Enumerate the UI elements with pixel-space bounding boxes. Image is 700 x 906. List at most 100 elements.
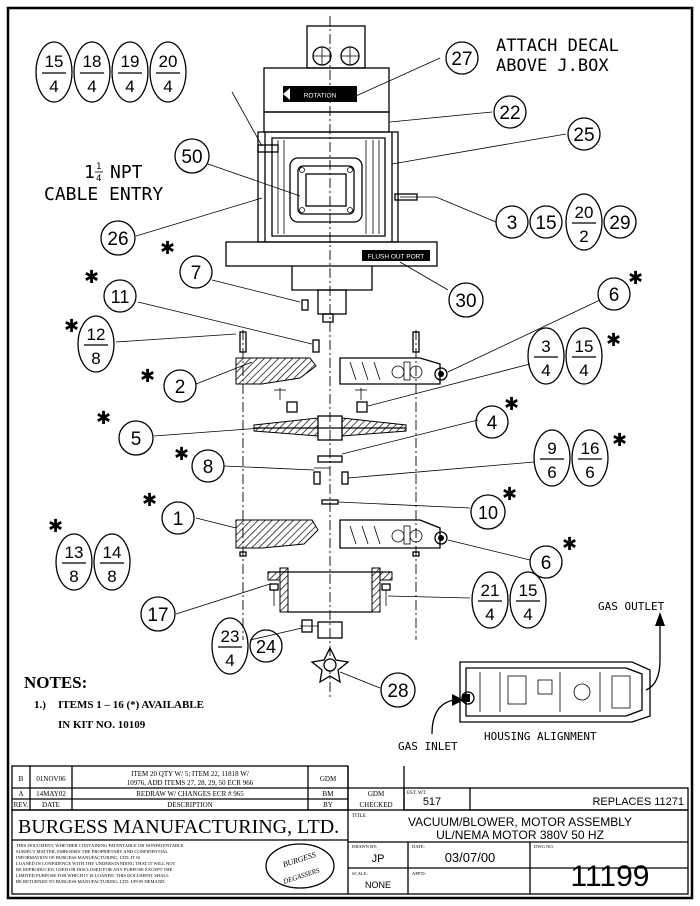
rev-a-by: BM (323, 790, 335, 798)
callout-19-den: 4 (125, 77, 134, 96)
attach-decal-line1: ATTACH DECAL (496, 36, 619, 56)
callout-9-6-den: 6 (547, 463, 556, 482)
est-wt-value: 517 (423, 796, 441, 808)
callout-6-bottom: 6 (541, 553, 552, 574)
cable-entry-npt: NPT (110, 162, 143, 183)
callout-3-4-den: 4 (541, 361, 550, 380)
drawing-title-line1: VACUUM/BLOWER, MOTOR ASSEMBLY (408, 815, 632, 829)
rev-header-checked: CHECKED (359, 801, 392, 809)
title-block: EST. WT. 517 REPLACES 11271 BURGESS MANU… (11, 787, 689, 895)
callout-23-4-den: 4 (225, 651, 234, 670)
date-value: 03/07/00 (445, 850, 496, 865)
callout-14-8-num: 14 (103, 543, 122, 562)
motor-assembly: ROTATION FLUSH OUT PORT (225, 25, 438, 353)
housing-alignment-label: HOUSING ALIGNMENT (484, 730, 597, 743)
callout-10: 10 (478, 503, 498, 523)
note-1-number: 1.) (34, 699, 46, 711)
callout-26: 26 (107, 229, 128, 250)
scale-label: SCALE: (352, 871, 368, 876)
callout-14-8-den: 8 (107, 567, 116, 586)
asterisk: ✱ (504, 394, 519, 414)
callout-15-4-den: 4 (579, 361, 588, 380)
inlet-flange (267, 567, 393, 684)
callout-13-8-den: 8 (69, 567, 78, 586)
asterisk: ✱ (502, 484, 517, 504)
notes: NOTES: 1.) ITEMS 1 – 16 (*) AVAILABLE IN… (24, 673, 204, 731)
asterisk: ✱ (48, 516, 63, 536)
disclaimer-line: LOANED IN CONFIDENCE WITH THE UNDERSTAND… (16, 861, 176, 866)
callout-15-4-num: 15 (575, 337, 594, 356)
est-wt-label: EST. WT. (407, 791, 427, 796)
drawn-by-value: JP (372, 853, 385, 865)
disclaimer-line: INFORMATION OF BURGESS MANUFACTURING, LT… (16, 855, 141, 861)
callout-50: 50 (181, 147, 202, 168)
asterisk: ✱ (84, 267, 99, 287)
callout-18-num: 18 (83, 52, 102, 71)
callout-6-top: 6 (609, 285, 620, 306)
dwg-no-label: DWG NO. (534, 844, 554, 849)
scale-value: NONE (365, 880, 391, 890)
callout-4: 4 (487, 413, 498, 434)
asterisk: ✱ (606, 330, 621, 350)
callout-15-den: 4 (49, 77, 58, 96)
rev-b-letter: B (19, 775, 24, 783)
callout-15-4b-den: 4 (523, 605, 532, 624)
callout-27: 27 (451, 49, 472, 70)
callout-8: 8 (203, 457, 214, 478)
callout-16-6-den: 6 (585, 463, 594, 482)
revision-block: B 01NOV06 ITEM 20 QTY W/ 5; ITEM 22, 118… (11, 765, 405, 811)
callout-24: 24 (256, 637, 276, 657)
drawn-by-label: DRAWN BY: (352, 844, 377, 849)
title-label: TITLE (352, 814, 366, 819)
callout-25: 25 (573, 125, 594, 146)
callout-13-8-num: 13 (65, 543, 84, 562)
asterisk: ✱ (64, 316, 79, 336)
asterisk: ✱ (562, 534, 577, 554)
callout-28: 28 (387, 681, 408, 702)
callout-21-4-den: 4 (485, 605, 494, 624)
callout-30: 30 (455, 291, 476, 312)
asterisk: ✱ (628, 268, 643, 288)
rotation-decal-label: ROTATION (304, 93, 337, 100)
callout-20-den: 4 (163, 77, 172, 96)
notes-heading: NOTES: (24, 673, 87, 692)
disclaimer-line: THIS DOCUMENT, WHETHER CONTAINING PATENT… (16, 843, 184, 849)
rev-a-desc: REDRAW W/ CHANGES ECR # 965 (136, 790, 244, 798)
asterisk: ✱ (612, 430, 627, 450)
rev-header-rev: REV. (14, 801, 29, 809)
disclaimer-line: BE REPRODUCED, USED OR DISCLOSED FOR ANY… (16, 867, 173, 873)
callout-16-6-num: 16 (581, 439, 600, 458)
burgess-logo: BURGESS DEGASSERS (265, 843, 335, 889)
asterisk: ✱ (142, 490, 157, 510)
callout-3: 3 (507, 213, 518, 234)
rev-b-date: 01NOV06 (36, 775, 66, 783)
rev-a-date: 14MAY02 (36, 790, 66, 798)
callout-12-8-den: 8 (91, 349, 100, 368)
callout-20-num: 20 (159, 52, 178, 71)
disclaimer-line: BE RETURNED TO BURGESS MANUFACTURING, LT… (16, 879, 166, 885)
asterisk: ✱ (96, 408, 111, 428)
logo-bottom-text: DEGASSERS (281, 866, 321, 886)
callout-29: 29 (609, 213, 630, 234)
callout-7: 7 (191, 263, 202, 284)
date-label: DATE: (412, 844, 425, 849)
callout-18-den: 4 (87, 77, 96, 96)
callout-17: 17 (147, 605, 168, 626)
housing-top (235, 330, 448, 640)
callout-11: 11 (111, 287, 130, 307)
sheet-border (6, 6, 694, 900)
rev-a-checked: GDM (368, 790, 385, 798)
appd-label: APP'D: (412, 871, 426, 876)
callout-15-4b-num: 15 (519, 581, 538, 600)
company-name: BURGESS MANUFACTURING, LTD. (18, 816, 339, 838)
callout-15-num: 15 (45, 52, 64, 71)
callout-3-4-num: 3 (541, 337, 550, 356)
housing-bottom (235, 519, 448, 557)
callout-5: 5 (131, 429, 142, 450)
disclaimer-line: SUBJECT MATTER, EMBODIES THE PROPRIETARY… (16, 849, 168, 855)
rev-b-desc1: ITEM 20 QTY W/ 5; ITEM 22, 11818 W/ (131, 770, 249, 778)
drawing-labels: ATTACH DECAL ABOVE J.BOX 1 1 4 NPT CABLE… (44, 36, 665, 753)
callout-21-4-num: 21 (481, 581, 500, 600)
callout-1: 1 (173, 509, 184, 530)
attach-decal-line2: ABOVE J.BOX (496, 56, 609, 76)
